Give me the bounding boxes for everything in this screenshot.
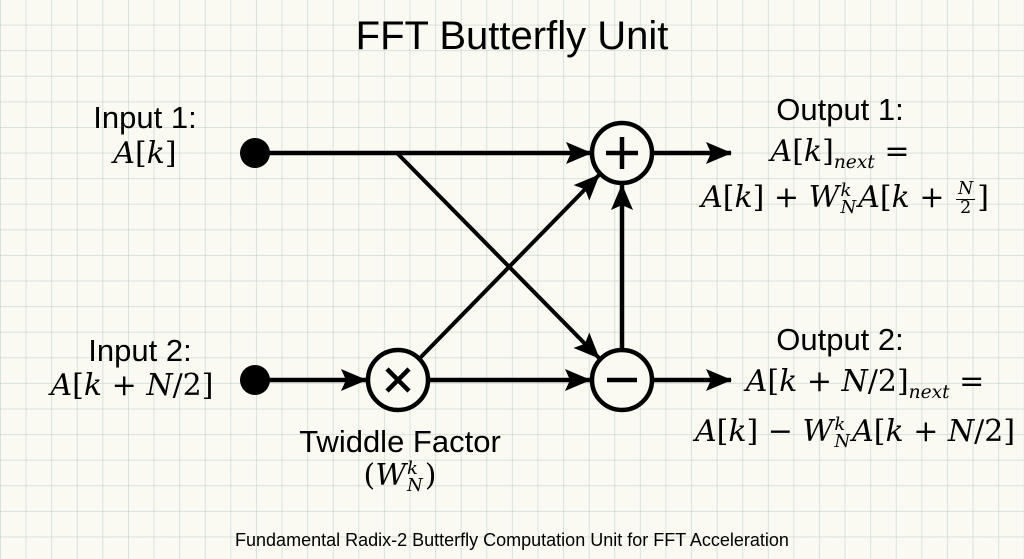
adder-node — [589, 120, 655, 186]
multiplier-node — [365, 347, 431, 413]
math-subscript: N — [840, 197, 857, 218]
math-symbol: [ — [873, 414, 886, 449]
math-symbol: = — [959, 364, 985, 399]
math-superscript: k — [407, 457, 418, 479]
output-2-label: Output 2: — [776, 322, 904, 357]
math-symbol: k — [803, 134, 823, 169]
math-symbol: / — [867, 364, 878, 399]
subtractor-node — [589, 347, 655, 413]
math-symbol: A — [770, 134, 793, 169]
math-symbol: + — [111, 368, 137, 403]
output-2-expression-line1: A[k + N/2]next = — [720, 364, 1010, 403]
diagram-caption: Fundamental Radix-2 Butterfly Computatio… — [235, 530, 789, 550]
math-symbol: k — [146, 136, 165, 171]
math-subscript: next — [833, 152, 875, 173]
input-2-expression: A[k + N/2] — [22, 368, 242, 403]
output-1-expression-line1: A[k]next = — [720, 134, 960, 173]
math-symbol: A — [50, 368, 73, 403]
fraction-numerator: N — [956, 179, 976, 200]
math-symbol: [ — [879, 180, 892, 215]
math-symbol: A — [113, 136, 136, 171]
input-1-expression: A[k] — [60, 136, 230, 171]
math-subscript: N — [407, 475, 423, 496]
math-symbol: W — [802, 414, 834, 449]
math-symbol: [ — [716, 414, 729, 449]
math-symbol: A — [745, 364, 768, 399]
math-symbol: ] — [752, 180, 765, 215]
math-symbol: k — [734, 180, 753, 215]
math-symbol: ] — [822, 134, 834, 169]
math-symbol: 2 — [877, 364, 897, 399]
math-symbol: ] — [896, 364, 909, 399]
math-symbol: N — [146, 368, 173, 403]
math-symbol: k — [83, 368, 103, 403]
math-symbol: ] — [164, 136, 177, 171]
fraction-denominator: 2 — [960, 197, 972, 218]
math-symbol: ( — [363, 458, 376, 493]
math-symbol: W — [808, 180, 840, 215]
math-symbol: / — [172, 368, 183, 403]
input-1-label: Input 1: — [93, 100, 197, 135]
math-symbol: ] — [746, 414, 759, 449]
input-2-label: Input 2: — [88, 333, 192, 368]
math-symbol: [ — [792, 134, 804, 169]
math-symbol: k — [885, 414, 904, 449]
math-symbol: 2 — [984, 414, 1004, 449]
math-subscript: N — [834, 431, 851, 452]
math-symbol: + — [806, 364, 832, 399]
math-symbol: k — [891, 180, 910, 215]
math-symbol: ] — [201, 368, 214, 403]
math-symbol: ] — [1003, 414, 1016, 449]
twiddle-factor-label: Twiddle Factor — [299, 424, 501, 459]
output-1-label: Output 1: — [776, 92, 904, 127]
math-superscript: k — [834, 413, 846, 435]
math-symbol: A — [852, 414, 874, 449]
math-subscript: next — [908, 382, 950, 403]
math-symbol: [ — [72, 368, 84, 403]
math-symbol: − — [767, 414, 793, 449]
math-symbol: ] — [977, 180, 989, 215]
math-symbol: + — [919, 180, 945, 215]
diagram-title: FFT Butterfly Unit — [355, 14, 669, 58]
math-symbol: + — [773, 180, 800, 215]
math-symbol: = — [884, 134, 910, 169]
math-symbol: N — [947, 414, 975, 449]
math-symbol: [ — [767, 364, 780, 399]
math-symbol: k — [779, 364, 798, 399]
math-symbol: N — [841, 364, 868, 399]
math-symbol: W — [375, 458, 407, 493]
math-symbol: [ — [722, 180, 735, 215]
math-symbol: [ — [135, 136, 147, 171]
math-symbol: 2 — [182, 368, 202, 403]
math-symbol: A — [858, 180, 880, 215]
math-symbol: A — [701, 180, 723, 215]
math-symbol: / — [974, 414, 985, 449]
math-symbol: k — [728, 414, 747, 449]
edge-input1-to-subtractor — [395, 151, 601, 360]
math-symbol: A — [694, 414, 717, 449]
edge-multiplier-to-adder — [418, 173, 601, 360]
math-superscript: k — [840, 179, 852, 201]
math-symbol: ) — [424, 458, 437, 493]
math-symbol: + — [913, 414, 939, 449]
